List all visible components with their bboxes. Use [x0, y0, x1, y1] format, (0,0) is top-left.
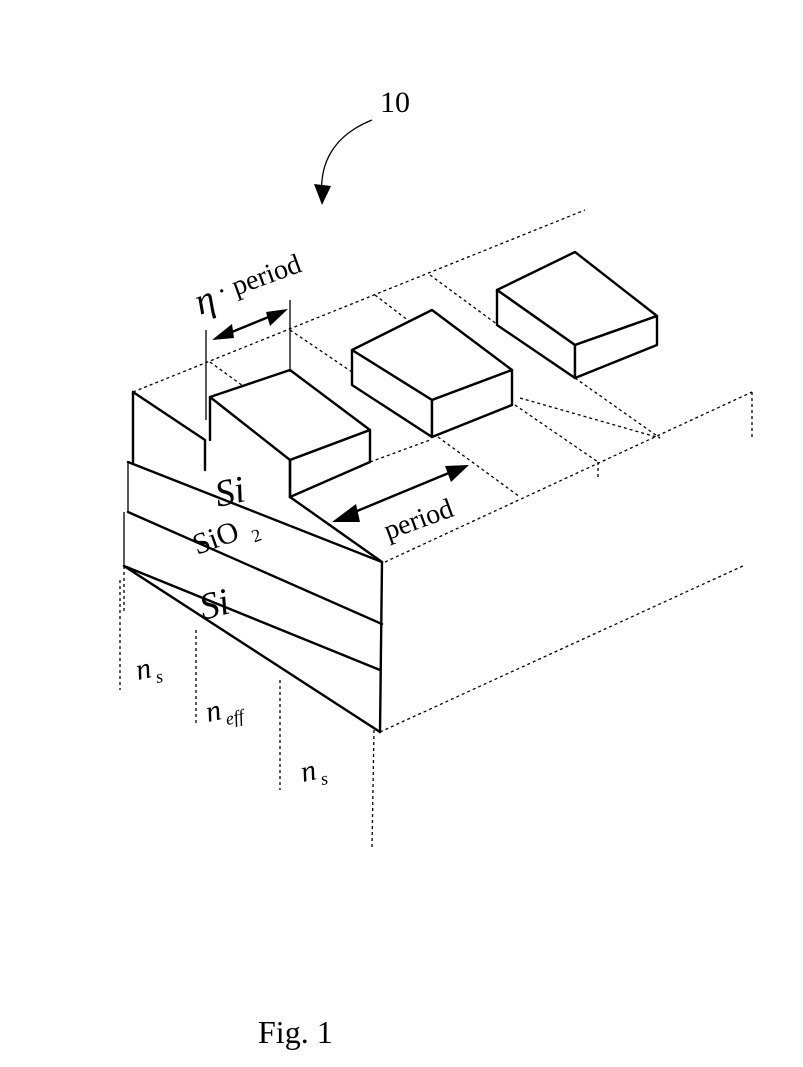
substrate-si-label: Si	[195, 581, 234, 629]
eta-period-label: · period	[212, 249, 305, 308]
ns-left-label: n	[133, 651, 155, 686]
ns-right-subscript: s	[319, 768, 330, 789]
grating-block-2	[352, 310, 512, 437]
region-dividers	[120, 580, 374, 848]
oxide-subscript: 2	[249, 525, 264, 547]
grating-block-3	[497, 252, 657, 378]
reference-arrowhead	[314, 184, 331, 205]
oxide-label: SiO	[188, 515, 243, 562]
top-si-label: Si	[211, 469, 249, 516]
ns-right-label: n	[298, 753, 320, 788]
neff-label: n	[203, 693, 225, 728]
figure-caption: Fig. 1	[258, 1014, 333, 1050]
reference-numeral: 10	[380, 86, 410, 119]
ns-left-subscript: s	[154, 666, 165, 687]
neff-subscript: eff	[224, 705, 249, 729]
period-label: period	[380, 493, 458, 547]
